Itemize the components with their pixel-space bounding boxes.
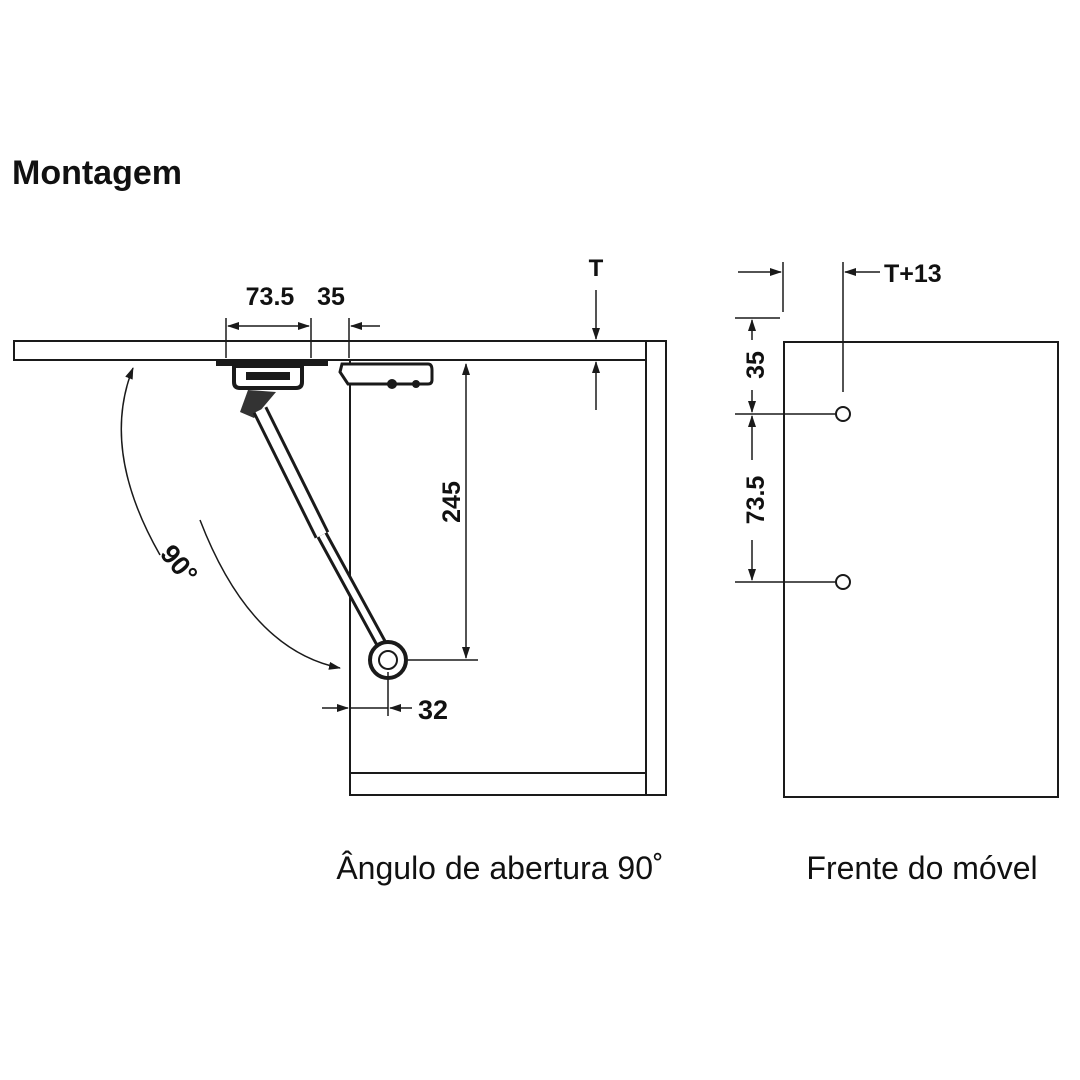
dim-73-5-label: 73.5 <box>246 283 295 311</box>
top-panel <box>13 340 647 361</box>
dim-t-label: T <box>589 255 604 282</box>
dim-245-label: 245 <box>438 481 466 523</box>
dimension-depth: 32 <box>322 672 448 725</box>
side-view: 73.5 35 T 245 32 90° Ângulo de abertura … <box>13 255 667 886</box>
gas-strut-icon <box>252 406 408 680</box>
mount-plate-icon <box>338 362 434 389</box>
dimension-height: 245 <box>408 363 478 661</box>
dim-32-label: 32 <box>418 695 448 725</box>
bottom-shelf <box>349 772 647 796</box>
side-view-caption: Ângulo de abertura 90˚ <box>336 850 663 886</box>
hinge-bracket-icon <box>216 360 328 418</box>
dim-73-5-front-label: 73.5 <box>742 476 770 525</box>
side-panel <box>645 340 667 796</box>
mounting-hole-bottom <box>835 574 851 590</box>
dim-angle-label: 90° <box>154 539 203 590</box>
front-view: T+13 35 73.5 Frente do móvel <box>735 260 1059 886</box>
front-view-caption: Frente do móvel <box>806 850 1037 886</box>
dimension-hinge-offset: 73.5 35 <box>225 283 380 358</box>
dim-35-front-label: 35 <box>742 351 770 379</box>
dim-35-label: 35 <box>317 283 345 311</box>
mounting-hole-top <box>835 406 851 422</box>
dimension-thickness: T <box>589 255 604 410</box>
page-title: Montagem <box>12 154 182 192</box>
dim-t13-label: T+13 <box>884 260 942 288</box>
front-panel <box>783 341 1059 798</box>
